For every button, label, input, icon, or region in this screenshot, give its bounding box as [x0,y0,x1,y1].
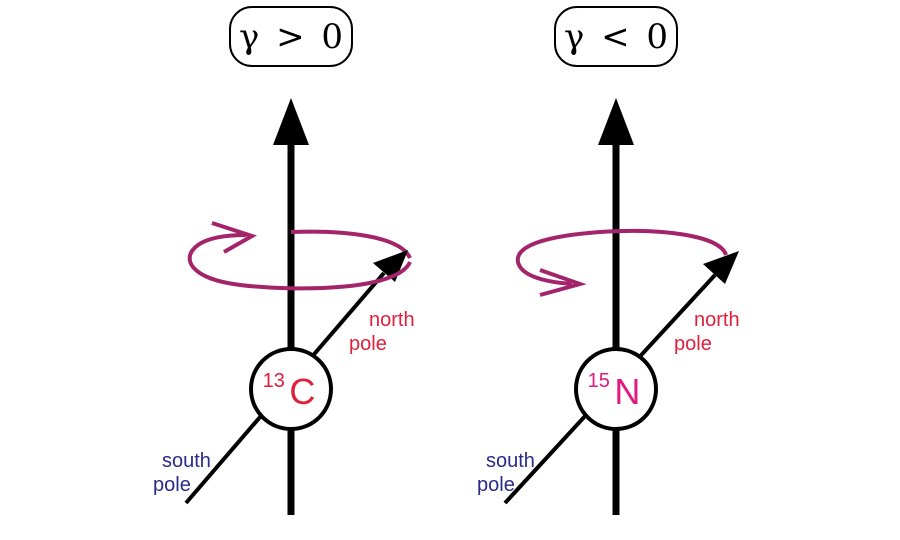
left-axis-arrowhead [273,98,309,145]
right-nucleus: 15 N [574,347,658,431]
left-gamma-value: 0 [321,17,343,57]
left-gamma-relation: > [276,17,305,57]
right-gamma-relation: < [601,17,630,57]
right-nucleus-element: N [614,371,640,412]
svg-text:15 N: 15 N [588,370,641,412]
left-gamma-box: γ > 0 [229,6,353,67]
left-precession-loop [187,233,412,291]
left-south-label: south pole [153,450,217,496]
left-north-label: north pole [349,309,420,355]
left-nucleus-element: C [289,371,315,412]
left-precession-arrowhead [211,221,257,254]
right-north-label: north pole [674,309,745,355]
right-gamma-box: γ < 0 [554,6,678,67]
svg-text:γ > 0: γ > 0 [239,17,343,57]
right-moment-arrowhead [703,251,739,284]
left-field-axis [273,98,309,515]
right-precession-arrowhead [539,268,587,297]
right-field-axis [598,98,634,515]
left-moment-arrowhead [373,250,408,282]
right-south-label: south pole [477,450,541,496]
right-axis-arrowhead [598,98,634,145]
left-nucleus: 13 C [249,347,333,431]
left-gamma-symbol: γ [239,17,259,57]
right-panel: γ < 0 15 N north pole [477,6,745,515]
left-nucleus-mass: 13 [263,370,285,392]
right-gamma-value: 0 [646,17,668,57]
right-precession-loop [515,228,728,286]
left-precession-back [290,229,412,260]
svg-text:γ < 0: γ < 0 [564,17,668,57]
right-gamma-symbol: γ [564,17,584,57]
right-nucleus-mass: 15 [588,370,610,392]
left-panel: γ > 0 13 C nort [153,6,420,515]
svg-text:13 C: 13 C [263,370,316,412]
